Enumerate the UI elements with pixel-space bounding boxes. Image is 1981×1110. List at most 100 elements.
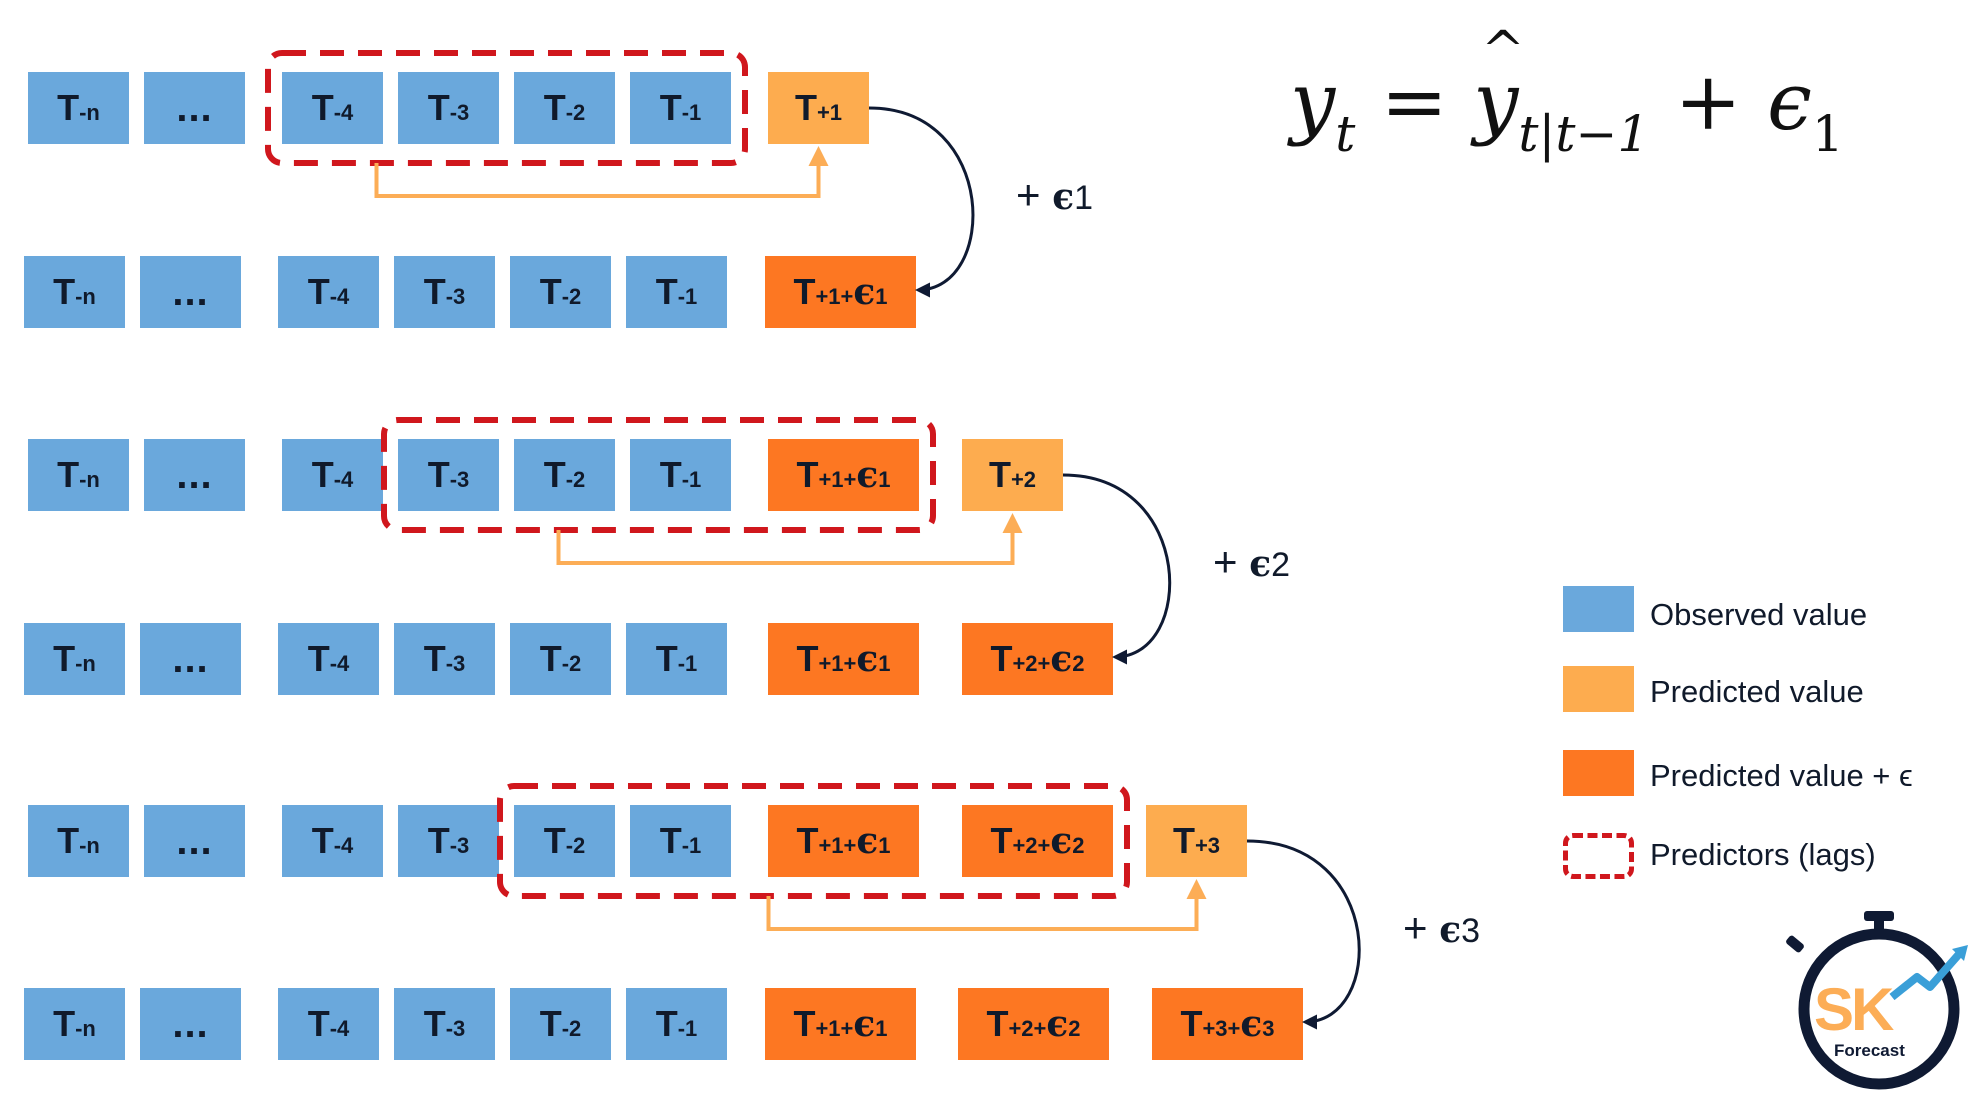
step1-top-cell-6: T+1 — [768, 72, 869, 144]
step2-error-plus: + — [1213, 538, 1250, 585]
legend-swatch-predicted-error — [1563, 750, 1634, 796]
step1-bottom-cell-3-sub: -3 — [445, 284, 466, 309]
step3-error-plus: + — [1403, 903, 1440, 951]
step3-bottom-cell-8-epsilon: ϵ — [1240, 1003, 1263, 1045]
step3-top-cell-4-main: T — [543, 820, 566, 861]
step1-error-label: + ϵ1 — [1016, 171, 1093, 219]
step2-bottom-cell-6-main: T — [796, 638, 819, 679]
step1-bottom-cell-4: T-2 — [510, 256, 611, 328]
step2-top-cell-0: T-n — [28, 439, 129, 511]
step3-bottom-cell-4: T-2 — [510, 988, 611, 1060]
step3-top-cell-1-main: ... — [176, 818, 213, 863]
step3-top-cell-7-epsilon: ϵ — [1050, 820, 1073, 862]
step2-bottom-cell-1: ... — [140, 623, 241, 695]
step3-top-cell-4: T-2 — [514, 805, 615, 877]
step3-bottom-cell-4-main: T — [539, 1003, 562, 1044]
step2-bottom-cell-3-main: T — [423, 638, 446, 679]
step1-top-cell-0-sub: -n — [79, 100, 100, 125]
step2-top-cell-3: T-3 — [398, 439, 499, 511]
step2-top-cell-6-epsilon: ϵ — [856, 454, 879, 496]
legend-swatch-observed — [1563, 586, 1634, 632]
step3-top-cell-8: T+3 — [1146, 805, 1247, 877]
step1-top-cell-4: T-2 — [514, 72, 615, 144]
step1-top-cell-5: T-1 — [630, 72, 731, 144]
step2-top-cell-0-sub: -n — [79, 467, 100, 492]
step3-bottom-cell-8-epsilon-index: 3 — [1262, 1016, 1275, 1041]
step2-top-cell-3-sub: -3 — [449, 467, 470, 492]
step1-top-cell-0: T-n — [28, 72, 129, 144]
step1-bottom-cell-6-epsilon-index: 1 — [875, 284, 888, 309]
step3-bottom-cell-7-epsilon: ϵ — [1046, 1003, 1069, 1045]
equation-error-sub: 1 — [1811, 105, 1844, 163]
equation: yt = yt|t−1 + ϵ1 — [1290, 21, 1844, 163]
step1-top-cell-3-sub: -3 — [449, 100, 470, 125]
equation-equals: = — [1380, 55, 1448, 148]
step2-top-cell-4-sub: -2 — [565, 467, 586, 492]
legend-swatch-lags — [1563, 833, 1634, 879]
skforecast-logo: SK Forecast — [1772, 905, 1981, 1105]
step1-top-cell-1-main: ... — [176, 85, 213, 130]
step3-bottom-cell-7-sub: +2+ — [1008, 1016, 1047, 1041]
step1-top-cell-6-main: T — [794, 87, 817, 128]
step3-error-epsilon: ϵ — [1439, 908, 1462, 951]
step1-bottom-cell-5-main: T — [655, 271, 678, 312]
step1-top-cell-6-sub: +1 — [816, 100, 843, 125]
step2-bottom-cell-2-main: T — [307, 638, 330, 679]
step3-bottom-cell-1-main: ... — [172, 1001, 209, 1046]
step3-bottom-cell-6-epsilon-index: 1 — [875, 1016, 888, 1041]
step2-bottom-cell-4-main: T — [539, 638, 562, 679]
step1-top-cell-1: ... — [144, 72, 245, 144]
step3-bottom-cell-6-epsilon: ϵ — [853, 1003, 876, 1045]
step3-top-cell-2: T-4 — [282, 805, 383, 877]
step2-bottom-cell-7-main: T — [990, 638, 1013, 679]
step1-bottom-cell-6-epsilon: ϵ — [853, 271, 876, 313]
step3-top-cell-3: T-3 — [398, 805, 499, 877]
step3-top-cell-4-sub: -2 — [565, 833, 586, 858]
step1-top-cell-3: T-3 — [398, 72, 499, 144]
step1-bottom-cell-2-main: T — [307, 271, 330, 312]
step1-error-plus: + — [1016, 171, 1053, 218]
step3-top-cell-6-epsilon: ϵ — [856, 820, 879, 862]
step2-bottom-cell-7-epsilon-index: 2 — [1072, 651, 1085, 676]
step2-bottom-cell-0-sub: -n — [75, 651, 96, 676]
step3-top-cell-2-sub: -4 — [333, 833, 354, 858]
step2-top-cell-1-main: ... — [176, 452, 213, 497]
step2-bottom-cell-4-sub: -2 — [561, 651, 582, 676]
step1-bottom-cell-6-main: T — [793, 271, 816, 312]
step3-top-cell-5: T-1 — [630, 805, 731, 877]
step2-error-label: + ϵ2 — [1213, 538, 1290, 586]
step3-top-cell-5-sub: -1 — [681, 833, 702, 858]
step3-top-cell-6-epsilon-index: 1 — [878, 833, 891, 858]
legend-swatch-predicted — [1563, 666, 1634, 712]
step3-bottom-cell-0: T-n — [24, 988, 125, 1060]
step1-top-cell-2-main: T — [311, 87, 334, 128]
step3-top-cell-3-sub: -3 — [449, 833, 470, 858]
step2-bottom-cell-0-main: T — [53, 638, 76, 679]
step1-bottom-cell-3-main: T — [423, 271, 446, 312]
step3-feed-arrow — [766, 879, 1207, 931]
step1-bottom-cell-0-sub: -n — [75, 284, 96, 309]
step2-top-cell-7: T+2 — [962, 439, 1063, 511]
step2-bottom-cell-1-main: ... — [172, 636, 209, 681]
step3-bottom-cell-7-epsilon-index: 2 — [1068, 1016, 1081, 1041]
step2-bottom-cell-5: T-1 — [626, 623, 727, 695]
step2-top-cell-4-main: T — [543, 454, 566, 495]
step3-top-cell-5-main: T — [659, 820, 682, 861]
step2-bottom-cell-5-sub: -1 — [677, 651, 698, 676]
step3-top-cell-3-main: T — [427, 820, 450, 861]
step3-bottom-cell-3: T-3 — [394, 988, 495, 1060]
step2-top-cell-7-sub: +2 — [1010, 467, 1037, 492]
step1-bottom-cell-6-sub: +1+ — [815, 284, 854, 309]
equation-lhs: y — [1290, 55, 1336, 148]
step3-bottom-cell-5-main: T — [655, 1003, 678, 1044]
step3-top-cell-8-sub: +3 — [1194, 833, 1221, 858]
step3-bottom-cell-0-main: T — [53, 1003, 76, 1044]
step3-bottom-cell-5: T-1 — [626, 988, 727, 1060]
